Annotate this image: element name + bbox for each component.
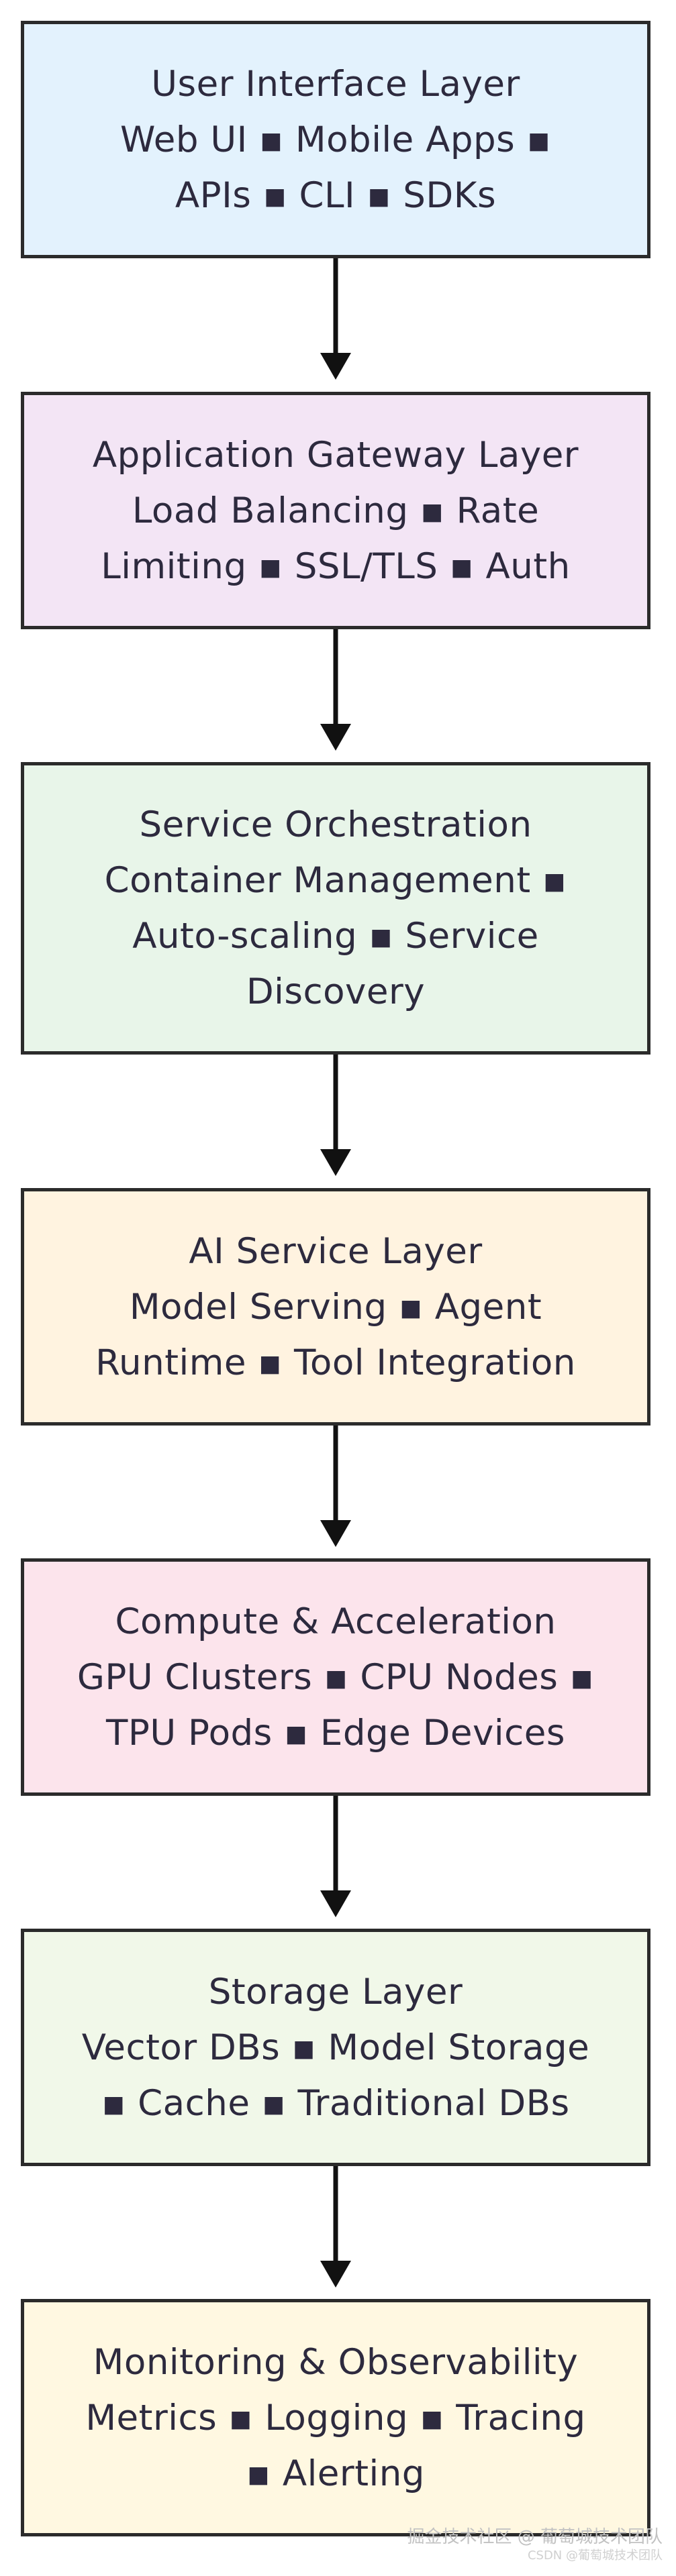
node-detail-line: Discovery: [246, 971, 426, 1012]
node-detail-line: Metrics ▪ Logging ▪ Tracing: [85, 2397, 586, 2438]
node-title: AI Service Layer: [189, 1230, 483, 1272]
node-detail-line: Model Serving ▪ Agent: [129, 1286, 542, 1328]
arrowhead: [320, 1890, 351, 1917]
node-detail-line: APIs ▪ CLI ▪ SDKs: [175, 174, 497, 216]
node-title: Compute & Acceleration: [115, 1601, 557, 1642]
arrow-graphic: [320, 629, 351, 751]
arrow-connector: [316, 2166, 356, 2289]
arrow-graphic: [320, 2166, 351, 2288]
arrow-graphic: [320, 1796, 351, 1917]
node-detail-line: ▪ Alerting: [246, 2453, 425, 2494]
arrow-connector: [316, 1426, 356, 1548]
arrowhead: [320, 1149, 351, 1176]
node-title: Service Orchestration: [139, 804, 532, 845]
arrow-connector: [316, 1055, 356, 1177]
node-monitoring-observability: Monitoring & Observability Metrics ▪ Log…: [21, 2299, 650, 2536]
node-service-orchestration: Service Orchestration Container Manageme…: [21, 762, 650, 1055]
node-application-gateway-layer: Application Gateway Layer Load Balancing…: [21, 392, 650, 629]
node-compute-acceleration: Compute & Acceleration GPU Clusters ▪ CP…: [21, 1558, 650, 1796]
node-detail-line: Runtime ▪ Tool Integration: [95, 1342, 576, 1383]
arrow-graphic: [320, 1055, 351, 1176]
arrowhead: [320, 353, 351, 380]
arrowhead: [320, 1520, 351, 1547]
arrow-connector: [316, 258, 356, 381]
arrow-graphic: [320, 258, 351, 380]
node-detail-line: Limiting ▪ SSL/TLS ▪ Auth: [101, 545, 571, 587]
node-detail-line: Load Balancing ▪ Rate: [132, 490, 540, 531]
node-detail-line: Auto-scaling ▪ Service: [132, 916, 539, 957]
node-title: Application Gateway Layer: [92, 434, 579, 476]
node-detail-line: Container Management ▪: [104, 860, 567, 901]
arrowhead: [320, 2261, 351, 2288]
node-ai-service-layer: AI Service Layer Model Serving ▪ Agent R…: [21, 1188, 650, 1426]
arrow-graphic: [320, 1426, 351, 1547]
node-detail-line: ▪ Cache ▪ Traditional DBs: [101, 2082, 570, 2124]
node-detail-line: Web UI ▪ Mobile Apps ▪: [119, 119, 552, 160]
node-detail-line: TPU Pods ▪ Edge Devices: [106, 1712, 565, 1754]
node-detail-line: GPU Clusters ▪ CPU Nodes ▪: [77, 1656, 595, 1698]
node-title: User Interface Layer: [151, 63, 520, 105]
watermark-main-text: 掘金技术社区 @ 葡萄城技术团队: [407, 2527, 663, 2547]
node-user-interface-layer: User Interface Layer Web UI ▪ Mobile App…: [21, 21, 650, 258]
watermark-sub-text: CSDN @葡萄城技术团队: [527, 2548, 663, 2563]
node-title: Monitoring & Observability: [93, 2341, 579, 2383]
arrow-connector: [316, 1796, 356, 1919]
node-title: Storage Layer: [208, 1971, 463, 2012]
node-storage-layer: Storage Layer Vector DBs ▪ Model Storage…: [21, 1929, 650, 2166]
node-detail-line: Vector DBs ▪ Model Storage: [81, 2027, 590, 2068]
arrow-connector: [316, 629, 356, 752]
arrowhead: [320, 724, 351, 751]
watermark: 掘金技术社区 @ 葡萄城技术团队 CSDN @葡萄城技术团队: [407, 2526, 663, 2564]
